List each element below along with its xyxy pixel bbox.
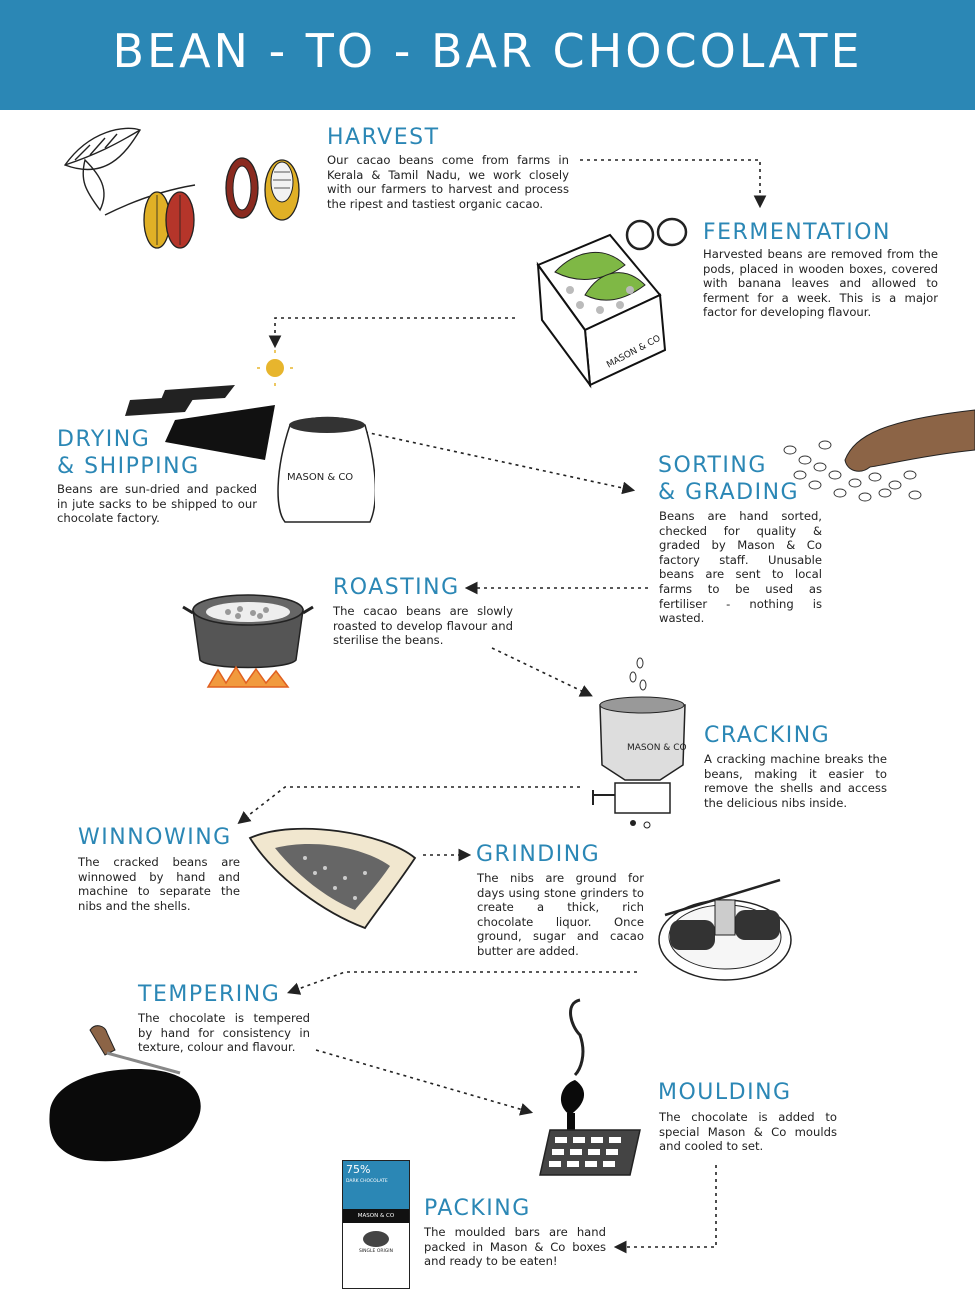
tempering-slab-icon (49, 1025, 201, 1162)
step-winnowing-desc: The cracked beans are winnowed by hand a… (78, 855, 240, 913)
step-moulding-title: MOULDING (658, 1080, 792, 1105)
step-harvest-desc: Our cacao beans come from farms in Keral… (327, 153, 569, 211)
step-cracking-desc: A cracking machine breaks the beans, mak… (704, 752, 887, 810)
step-fermentation-desc: Harvested beans are removed from the pod… (703, 247, 938, 320)
step-sorting-title-line2: & GRADING (658, 480, 800, 505)
package-percent: 75% (346, 1163, 371, 1176)
stone-grinder-icon (658, 878, 792, 981)
fermentation-box-icon: MASON & CO (536, 217, 688, 389)
sack-brand-label: MASON & CO (287, 472, 353, 483)
step-grinding-desc: The nibs are ground for days using stone… (477, 871, 644, 958)
step-sorting-desc: Beans are hand sorted, checked for quali… (659, 509, 822, 626)
arrow-drying-sorting (364, 431, 636, 495)
step-moulding-desc: The chocolate is added to special Mason … (659, 1110, 837, 1154)
step-drying-title-line1: DRYING (57, 427, 151, 452)
step-harvest-title: HARVEST (327, 125, 440, 150)
arrow-grinding-tempering (286, 971, 637, 995)
step-packing-desc: The moulded bars are hand packed in Maso… (424, 1225, 606, 1269)
arrow-tempering-moulding (315, 1049, 534, 1116)
drying-sack-icon: MASON & CO (125, 350, 375, 523)
step-roasting-title: ROASTING (333, 575, 460, 600)
step-tempering-desc: The chocolate is tempered by hand for co… (138, 1011, 310, 1055)
arrow-moulding-packing (613, 1165, 717, 1254)
step-drying-title-line2: & SHIPPING (57, 454, 200, 479)
step-drying-desc: Beans are sun-dried and packed in jute s… (57, 482, 257, 526)
arrow-harvest-fermentation (580, 159, 767, 209)
arrow-cracking-winnowing (237, 786, 580, 824)
winnowing-tray-icon (248, 827, 417, 930)
step-cracking-title: CRACKING (704, 723, 831, 748)
cracking-machine-icon: MASON & CO (592, 657, 687, 829)
step-sorting-title-line1: SORTING (658, 453, 767, 478)
machine-brand-label: MASON & CO (627, 743, 687, 753)
step-roasting-desc: The cacao beans are slowly roasted to de… (333, 604, 513, 648)
title-banner: BEAN - TO - BAR CHOCOLATE (0, 0, 975, 110)
roasting-pot-icon (182, 594, 314, 688)
step-packing-title: PACKING (424, 1196, 531, 1221)
step-grinding-title: GRINDING (476, 842, 601, 867)
package-top: 75% DARK CHOCOLATE (343, 1161, 409, 1209)
step-tempering-title: TEMPERING (138, 982, 281, 1007)
package-brand: MASON & CO (343, 1209, 409, 1223)
arrow-fermentation-drying (268, 317, 515, 349)
sorting-hand-icon (783, 409, 975, 502)
package-line: DARK CHOCOLATE (346, 1179, 388, 1184)
page-title: BEAN - TO - BAR CHOCOLATE (112, 24, 863, 78)
package-cacao-icon (363, 1231, 389, 1247)
chocolate-package: 75% DARK CHOCOLATE MASON & CO SINGLE ORI… (342, 1160, 410, 1289)
step-fermentation-title: FERMENTATION (703, 220, 891, 245)
package-origin: SINGLE ORIGIN (359, 1249, 393, 1254)
step-winnowing-title: WINNOWING (78, 825, 232, 850)
moulding-tray-icon (539, 998, 641, 1176)
cacao-branch-icon (63, 127, 300, 249)
arrow-roasting-cracking (491, 647, 593, 697)
